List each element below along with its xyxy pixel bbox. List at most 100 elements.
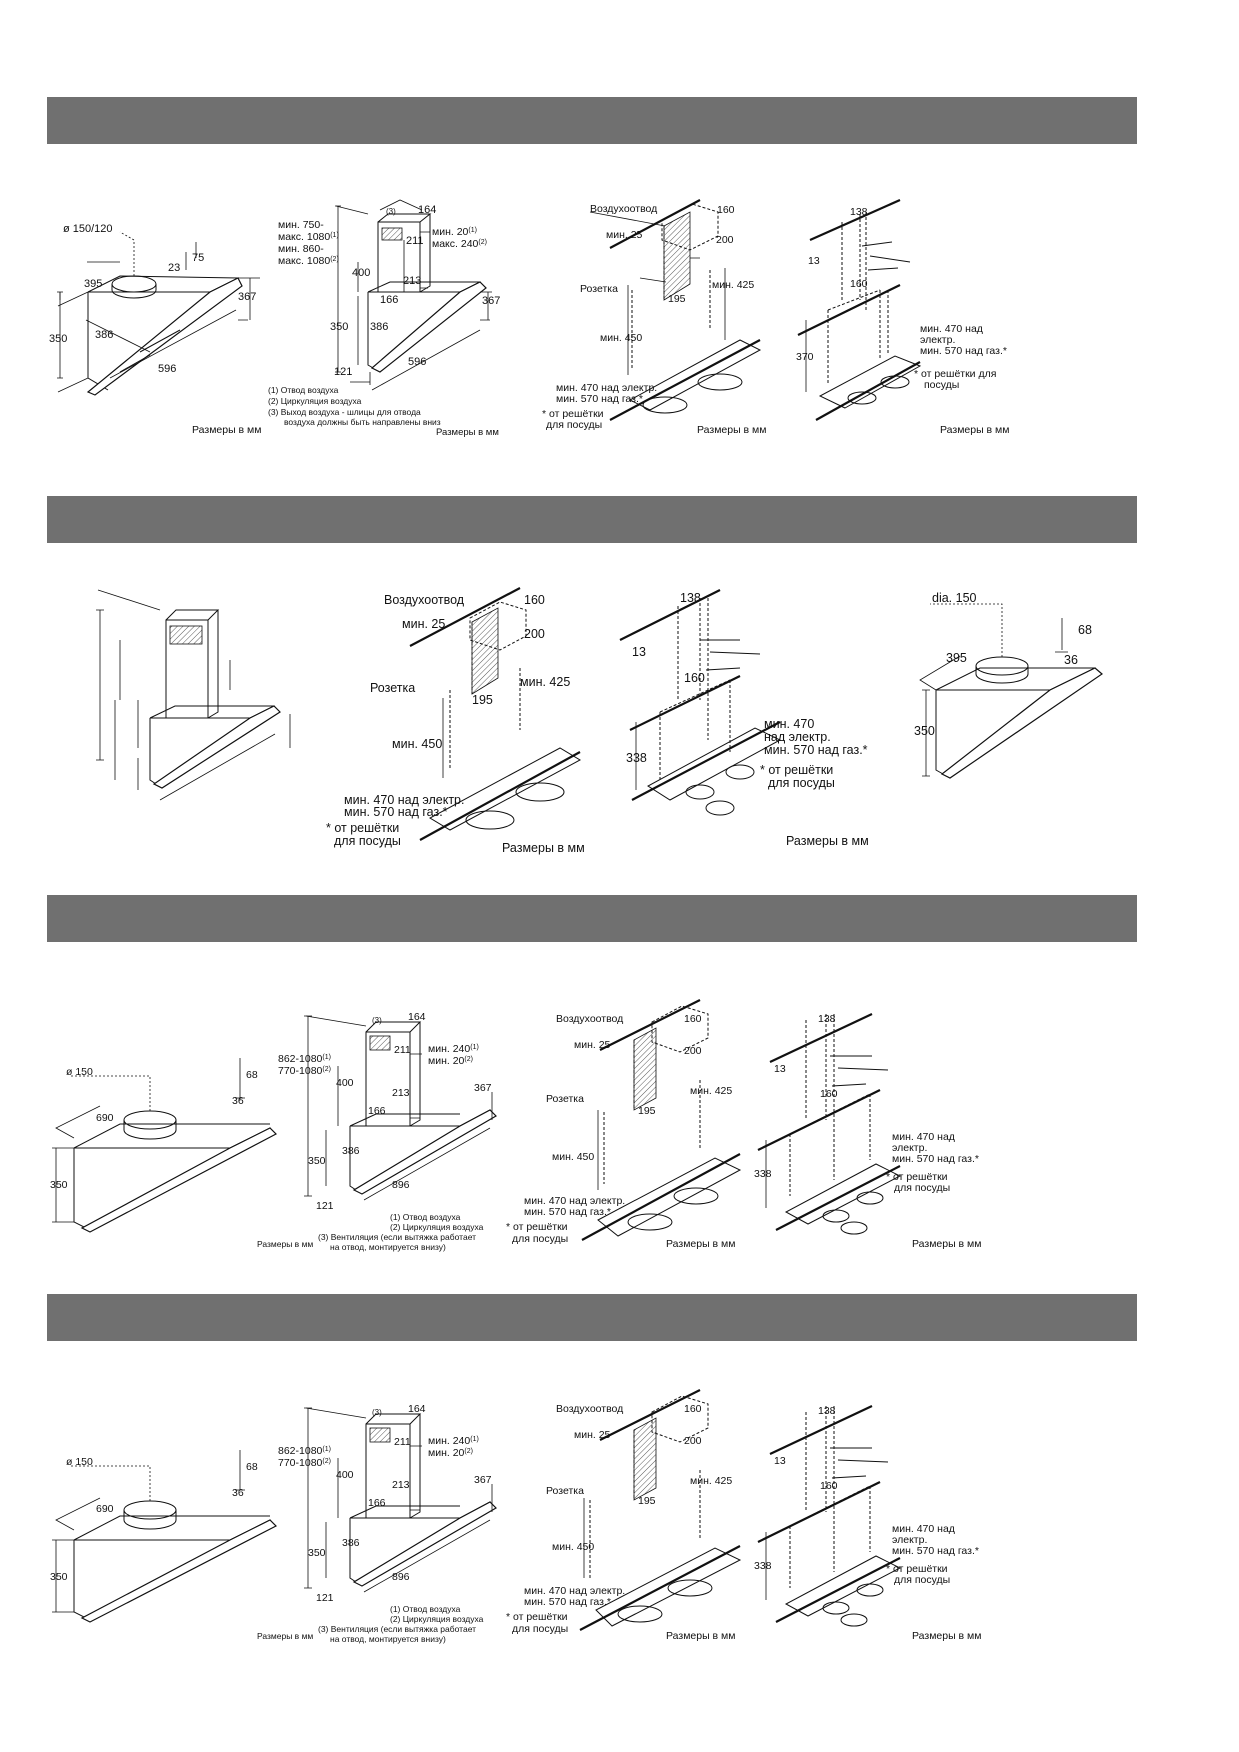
- s3-chimney-note-2: (2) Циркуляция воздуха: [390, 1222, 484, 1232]
- s1-chimney-211: 211: [406, 235, 424, 247]
- section-2-header-band: [47, 496, 1137, 543]
- s2-bracket-units: Размеры в мм: [786, 834, 869, 848]
- s4-chimney-note-3: (3) Вентиляция (если вытяжка работает: [318, 1624, 476, 1634]
- s3-chimney-r2-line: мин. 20(2): [428, 1055, 473, 1067]
- s3-chimney-r1-line: мин. 240(1): [428, 1043, 479, 1055]
- s3-chimney-h2-line: 770-1080(2): [278, 1065, 331, 1077]
- s4-chimney-121: 121: [316, 1592, 334, 1604]
- s3-wall-min450: мин. 450: [552, 1151, 594, 1163]
- s4-bracket-t2: электр.: [892, 1534, 927, 1546]
- s4-bracket-138: 138: [818, 1405, 836, 1417]
- s1-wall-min570: мин. 570 над газ.*: [556, 393, 643, 405]
- s3-hood-diagram: ø 150 690 68 36 350: [50, 1058, 277, 1233]
- s1-chimney-note-3: (3) Выход воздуха - шлицы для отвода: [268, 407, 421, 417]
- s3-hood-690: 690: [96, 1112, 114, 1124]
- s4-hood-350: 350: [50, 1571, 68, 1583]
- s2-wall-air-label: Воздухоотвод: [384, 593, 465, 607]
- s4-wall-min570: мин. 570 над газ.*: [524, 1596, 611, 1608]
- s3-wall-200: 200: [684, 1045, 702, 1057]
- s4-wall-units: Размеры в мм: [666, 1630, 736, 1642]
- s4-chimney-note-1: (1) Отвод воздуха: [390, 1604, 461, 1614]
- s2-bracket-t3: мин. 570 над газ.*: [764, 743, 868, 757]
- s1-hood-d2-label: 23: [168, 262, 180, 274]
- s3-bracket-diagram: 138 13 160 338 мин. 470 над электр. мин.…: [754, 1013, 982, 1250]
- s3-bracket-n2: для посуды: [894, 1182, 950, 1194]
- s2-chimney-diagram: [96, 589, 291, 801]
- s2-wall-socket-label: Розетка: [370, 681, 415, 695]
- s1-wall-200: 200: [716, 234, 734, 246]
- s1-wall-note2: для посуды: [546, 419, 602, 431]
- s1-chimney-note-4: воздуха должны быть направлены вниз: [284, 417, 441, 427]
- s4-wall-195: 195: [638, 1495, 656, 1507]
- s4-chimney-213: 213: [392, 1479, 410, 1491]
- s1-bracket-370: 370: [796, 351, 814, 363]
- s3-chimney-400: 400: [336, 1077, 354, 1089]
- s4-bracket-n1: * от решётки: [886, 1563, 948, 1575]
- s4-bracket-t1: мин. 470 над: [892, 1523, 955, 1535]
- s3-bracket-units: Размеры в мм: [912, 1238, 982, 1250]
- s4-hood-36: 36: [232, 1487, 244, 1499]
- s1-hood-width-label: 395: [84, 278, 102, 290]
- s1-chimney-h2-line: макс. 1080(1): [278, 231, 339, 243]
- s2-wall-diagram: Воздухоотвод 160 мин. 25 200 Розетка мин…: [326, 587, 585, 855]
- s1-chimney-h3: мин. 860-: [278, 243, 324, 255]
- s4-bracket-units: Размеры в мм: [912, 1630, 982, 1642]
- s2-wall-min470: мин. 470 над электр.: [344, 793, 464, 807]
- s1-wall-diagram: Воздухоотвод 160 мин. 25 200 Розетка мин…: [542, 199, 767, 436]
- s1-wall-min450: мин. 450: [600, 332, 642, 344]
- s1-chimney-note3-marker: (3): [386, 207, 396, 216]
- s1-wall-note1: * от решётки: [542, 408, 604, 420]
- s4-chimney-r1-line: мин. 240(1): [428, 1435, 479, 1447]
- s1-chimney-h4-line: макс. 1080(2): [278, 255, 339, 267]
- s1-chimney-350: 350: [330, 321, 348, 333]
- s2-wall-min425: мин. 425: [520, 675, 570, 689]
- s3-hood-duct-label: ø 150: [66, 1066, 93, 1078]
- s1-chimney-166: 166: [380, 294, 398, 306]
- s1-chimney-367: 367: [482, 295, 500, 307]
- s1-bracket-n1: * от решётки для: [914, 368, 996, 380]
- s3-wall-note2: для посуды: [512, 1233, 568, 1245]
- s3-hood-68: 68: [246, 1069, 258, 1081]
- s2-wall-195: 195: [472, 693, 493, 707]
- s3-wall-note1: * от решётки: [506, 1221, 568, 1233]
- s3-wall-min470: мин. 470 над электр.: [524, 1195, 625, 1207]
- s3-chimney-note-1: (1) Отвод воздуха: [390, 1212, 461, 1222]
- s2-wall-note1: * от решётки: [326, 821, 399, 835]
- s1-chimney-width: 164: [418, 204, 436, 216]
- s1-bracket-t2: электр.: [920, 334, 955, 346]
- s3-chimney-166: 166: [368, 1105, 386, 1117]
- s4-wall-min425: мин. 425: [690, 1475, 732, 1487]
- s3-hood-350: 350: [50, 1179, 68, 1191]
- s4-hood-68: 68: [246, 1461, 258, 1473]
- s1-bracket-t1: мин. 470 над: [920, 323, 983, 335]
- s2-bracket-t2: над электр.: [764, 730, 831, 744]
- s1-chimney-units: Размеры в мм: [436, 427, 499, 438]
- s4-wall-min450: мин. 450: [552, 1541, 594, 1553]
- s1-bracket-13: 13: [808, 255, 820, 267]
- s1-hood-diagram: ø 150/120 395 23 75 367 350 386 596: [49, 223, 260, 396]
- s4-bracket-338: 338: [754, 1560, 772, 1572]
- s3-wall-195: 195: [638, 1105, 656, 1117]
- s4-wall-200: 200: [684, 1435, 702, 1447]
- s2-hood-68: 68: [1078, 623, 1092, 637]
- s3-wall-min425: мин. 425: [690, 1085, 732, 1097]
- s1-bracket-138: 138: [850, 206, 868, 218]
- s2-wall-min570: мин. 570 над газ.*: [344, 805, 448, 819]
- s4-wall-socket-label: Розетка: [546, 1485, 584, 1497]
- s1-wall-min470: мин. 470 над электр.: [556, 382, 657, 394]
- s1-wall-units: Размеры в мм: [697, 424, 767, 436]
- s1-hood-d4-label: 367: [238, 291, 256, 303]
- s1-wall-socket-label: Розетка: [580, 283, 618, 295]
- s3-chimney-note-3: (3) Вентиляция (если вытяжка работает: [318, 1232, 476, 1242]
- s3-chimney-121: 121: [316, 1200, 334, 1212]
- s2-bracket-160: 160: [684, 671, 705, 685]
- s3-chimney-350: 350: [308, 1155, 326, 1167]
- s3-chimney-note3-marker: (3): [372, 1016, 382, 1025]
- s1-wall-air-label: Воздухоотвод: [590, 203, 657, 215]
- s4-chimney-h2-line: 770-1080(2): [278, 1457, 331, 1469]
- s3-chimney-diagram: (3) 164 211 213 166 400 350 386 121 896 …: [257, 1011, 497, 1252]
- s1-bracket-n2: посуды: [924, 379, 959, 391]
- s2-hood-duct-label: dia. 150: [932, 591, 977, 605]
- s4-wall-note1: * от решётки: [506, 1611, 568, 1623]
- s2-bracket-n2: для посуды: [768, 776, 835, 790]
